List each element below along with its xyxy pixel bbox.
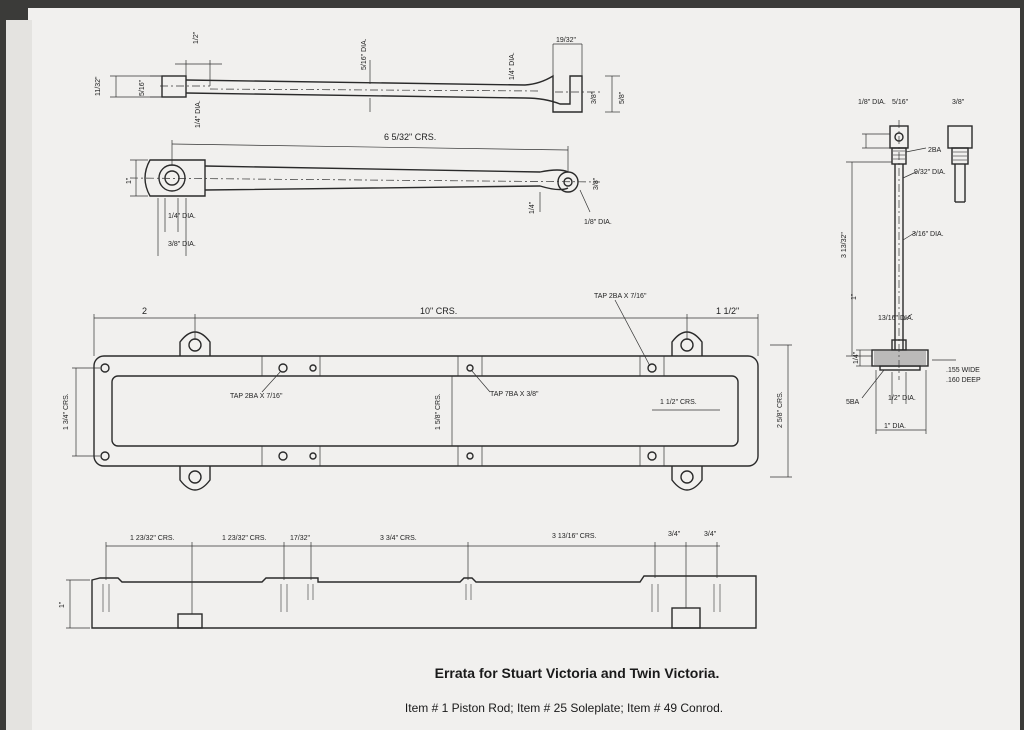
dim-elev-f: 3/4" — [668, 531, 681, 538]
dim-rod-length: 3 13/32" — [841, 232, 848, 258]
dim-side-1: 1" — [126, 177, 133, 184]
dim-rod-1-4: 1/4" — [853, 351, 860, 364]
dim-rod-1-8-dia: 1/8" DIA. — [858, 99, 886, 106]
dim-elev-e: 3 13/16" CRS. — [552, 533, 597, 540]
errata-items: Item # 1 Piston Rod; Item # 25 Soleplate… — [405, 701, 723, 715]
dim-5-8: 5/8" — [619, 91, 626, 104]
dim-rod-9-32-dia: 9/32" DIA. — [914, 169, 946, 176]
dim-half-top: 1/2" — [193, 31, 200, 44]
dim-rod-2ba: 2BA — [928, 147, 942, 154]
dim-3-8: 3/8" — [591, 91, 598, 104]
dim-conrod-centres: 6 5/32" CRS. — [384, 132, 436, 142]
errata-title: Errata for Stuart Victoria and Twin Vict… — [435, 665, 720, 681]
dim-plan-tap-mid: TAP 7BA X 3/8" — [490, 391, 539, 398]
dim-rod-3-8: 3/8" — [952, 99, 965, 106]
dim-side-1-4: 1/4" — [529, 201, 536, 214]
dim-rod-1-dia: 1" DIA. — [884, 423, 906, 430]
dim-elev-d: 3 3/4" CRS. — [380, 535, 417, 542]
dim-plan-2: 2 — [142, 306, 147, 316]
dim-1-4-dia: 1/4" DIA. — [195, 100, 202, 128]
dim-11-32: 11/32" — [95, 76, 102, 96]
dim-plan-tap-left: TAP 2BA X 7/16" — [230, 393, 283, 400]
dim-19-32: 19/32" — [556, 37, 577, 44]
piston-rod-view — [846, 120, 973, 434]
soleplate-plan-view — [72, 299, 792, 491]
dim-side-1-4-dia: 1/4" DIA. — [168, 213, 196, 220]
dim-elev-g: 3/4" — [704, 531, 717, 538]
dim-elev-b: 1 23/32" CRS. — [222, 535, 267, 542]
dim-rod-13-16-dia: 13/16" DIA. — [878, 315, 914, 322]
dim-rod-5ba: 5BA — [846, 399, 860, 406]
dim-plan-10-crs: 10" CRS. — [420, 306, 457, 316]
dim-plan-1-5-8: 1 5/8" CRS. — [435, 393, 442, 430]
dim-side-1-8-dia: 1/8" DIA. — [584, 219, 612, 226]
dim-elev-a: 1 23/32" CRS. — [130, 535, 175, 542]
dim-5-16: 5/16" — [139, 79, 146, 96]
dim-rod-3-16-dia: 3/16" DIA. — [912, 231, 944, 238]
dim-plan-1-half: 1 1/2" — [716, 306, 739, 316]
soleplate-elevation-view — [66, 542, 757, 629]
dim-elev-c: 17/32" — [290, 535, 311, 542]
sheet-sleeve-edge — [6, 20, 32, 730]
paper-sheet — [28, 8, 1020, 730]
dim-rod-1: 1" — [851, 293, 858, 300]
dim-elev-h: 1" — [59, 601, 66, 608]
dim-plan-1-half-crs: 1 1/2" CRS. — [660, 399, 697, 406]
dim-plan-2-5-8-crs: 2 5/8" CRS. — [777, 391, 784, 428]
dim-plan-tap-top: TAP 2BA X 7/16" — [594, 293, 647, 300]
conrod-side-view — [129, 140, 601, 256]
dim-side-3-8-dia: 3/8" DIA. — [168, 241, 196, 248]
dim-plan-1-3-4-crs: 1 3/4" CRS. — [63, 393, 70, 430]
dim-5-16-dia: 5/16" DIA. — [361, 38, 368, 70]
dim-rod-wide: .155 WIDE — [946, 367, 980, 374]
dim-side-3-8: 3/8" — [593, 177, 600, 190]
dim-rod-deep: .160 DEEP — [946, 377, 981, 384]
dim-1-4-dia-fork: 1/4" DIA. — [509, 52, 516, 80]
dim-rod-5-16: 5/16" — [892, 99, 909, 106]
dim-rod-half-dia: 1/2" DIA. — [888, 395, 916, 402]
conrod-top-view — [110, 43, 620, 113]
